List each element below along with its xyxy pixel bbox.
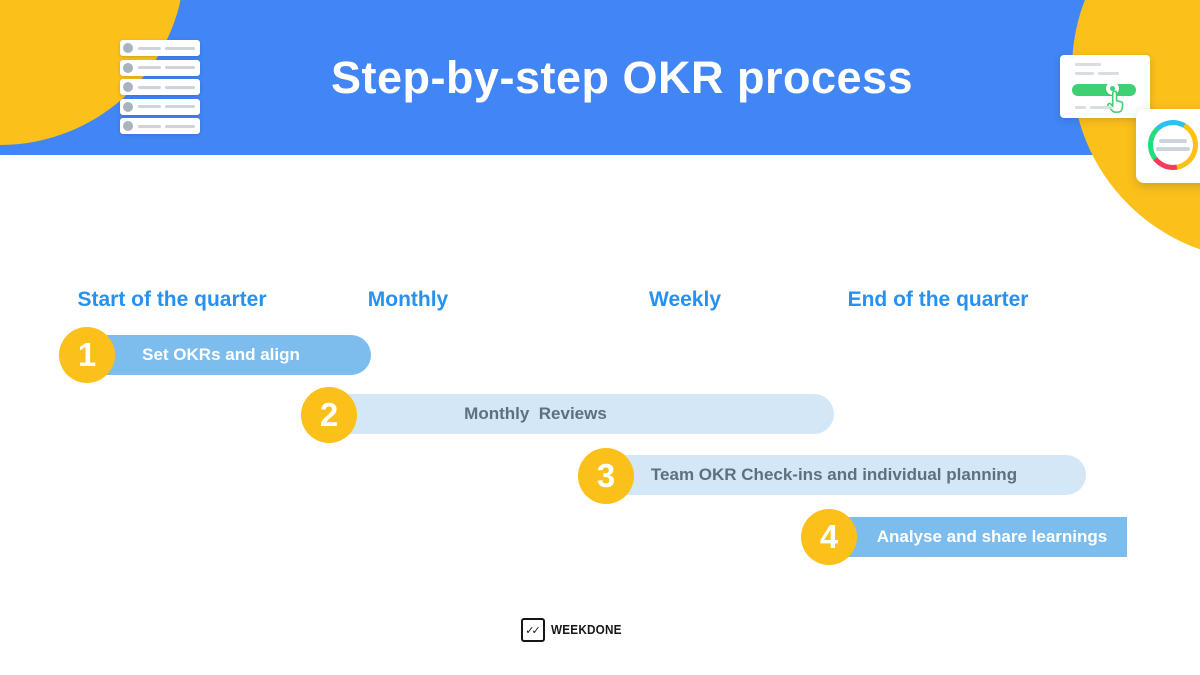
page-title: Step-by-step OKR process <box>330 52 914 103</box>
hand-pointer-icon <box>1107 90 1124 113</box>
task-row-icon <box>120 79 200 95</box>
step-number-badge-3: 3 <box>578 448 634 504</box>
task-row-icon <box>120 98 200 115</box>
column-label-monthly: Monthly <box>367 288 449 311</box>
task-row-icon <box>120 59 200 76</box>
bullet-dot-icon <box>123 82 133 92</box>
header-band <box>0 0 1200 155</box>
task-row-icon <box>120 118 200 134</box>
double-check-icon: ✓✓ <box>521 618 545 642</box>
task-row-icon <box>120 40 200 56</box>
step-bar-3: Team OKR Check-ins and individual planni… <box>606 455 1086 495</box>
step-bar-label: Monthly Reviews <box>464 404 607 423</box>
weekdone-logo: ✓✓ WEEKDONE <box>521 618 626 642</box>
step-bar-label: Team OKR Check-ins and individual planni… <box>650 465 1018 484</box>
toggle-slider-card-icon <box>1060 55 1150 118</box>
bullet-dot-icon <box>123 101 133 112</box>
step-bar-1: Set OKRs and align <box>87 335 371 375</box>
step-number-badge-4: 4 <box>801 509 857 565</box>
step-number-badge-2: 2 <box>301 387 357 443</box>
column-label-weekly: Weekly <box>649 288 721 311</box>
step-bar-label: Set OKRs and align <box>142 345 300 364</box>
step-bar-label: Analyse and share learnings <box>876 527 1108 546</box>
bullet-dot-icon <box>123 43 133 53</box>
bullet-dot-icon <box>123 62 133 73</box>
slider-track-icon <box>1072 84 1136 96</box>
step-number-badge-1: 1 <box>59 327 115 383</box>
column-label-end-of-quarter: End of the quarter <box>847 288 1029 311</box>
task-list-card-icon <box>120 40 200 138</box>
step-bar-4: Analyse and share learnings <box>829 517 1127 557</box>
bullet-dot-icon <box>123 121 133 131</box>
column-label-start-of-quarter: Start of the quarter <box>77 288 267 311</box>
brand-name: WEEKDONE <box>551 623 622 637</box>
step-bar-2: Monthly Reviews <box>329 394 834 434</box>
donut-ring-icon <box>1148 120 1198 170</box>
donut-chart-card-icon <box>1136 109 1200 183</box>
